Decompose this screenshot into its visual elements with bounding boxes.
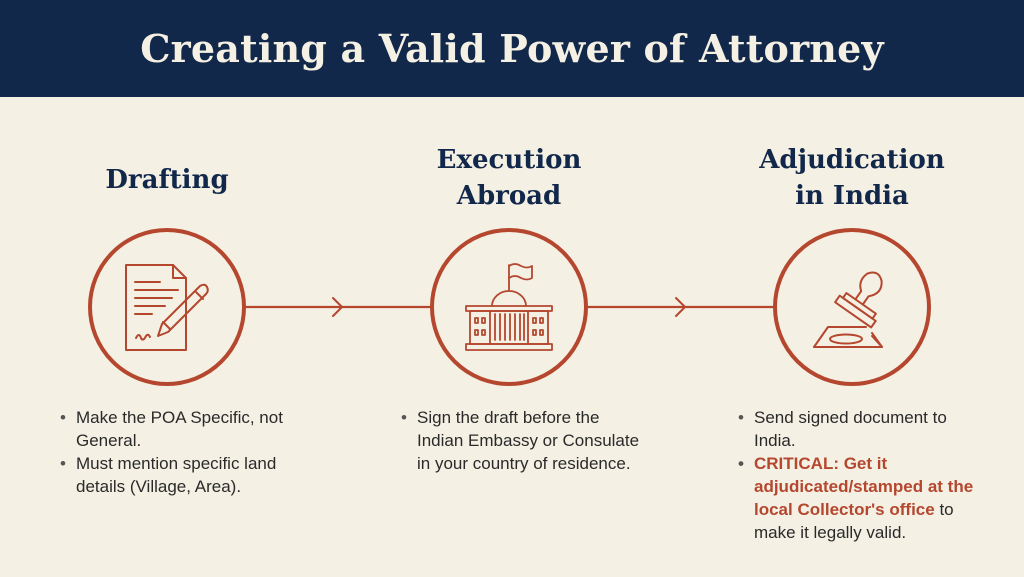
embassy-building-icon [465, 263, 553, 351]
step-title-line: Drafting [105, 165, 229, 195]
header-banner: Creating a Valid Power of Attorney [0, 0, 1024, 97]
bullet-item: Make the POA Specific, not General. [60, 406, 290, 452]
step-circle-adjudication [773, 228, 931, 386]
step-title-adjudication: Adjudication in India [722, 142, 982, 214]
bullet-item: Sign the draft before the Indian Embassy… [401, 406, 641, 475]
bullet-item: Must mention specific land details (Vill… [60, 452, 290, 498]
step-title-line: Abroad [456, 181, 562, 211]
connector-1 [243, 297, 434, 317]
critical-tail: to make it legally valid. [754, 500, 954, 542]
connector-2 [585, 297, 777, 317]
step-title-line: Adjudication [759, 145, 945, 175]
critical-bullet: CRITICAL: Get it adjudicated/stamped at … [738, 452, 990, 544]
page-title: Creating a Valid Power of Attorney [140, 26, 884, 71]
step-title-drafting: Drafting [37, 162, 297, 198]
bullets-execution: Sign the draft before the Indian Embassy… [401, 406, 641, 475]
bullets-drafting: Make the POA Specific, not General. Must… [60, 406, 290, 498]
step-circle-drafting [88, 228, 246, 386]
step-title-line: Execution [436, 145, 582, 175]
bullets-adjudication: Send signed document to India. CRITICAL:… [738, 406, 990, 544]
chevron-right-icon [675, 297, 686, 317]
step-circle-execution [430, 228, 588, 386]
chevron-right-icon [332, 297, 343, 317]
step-title-execution: Execution Abroad [379, 142, 639, 214]
critical-highlight: CRITICAL: Get it adjudicated/stamped at … [754, 454, 974, 519]
stamp-icon [813, 271, 883, 348]
bullet-item: Send signed document to India. [738, 406, 990, 452]
step-title-line: in India [795, 181, 909, 211]
document-pen-icon [125, 264, 209, 351]
